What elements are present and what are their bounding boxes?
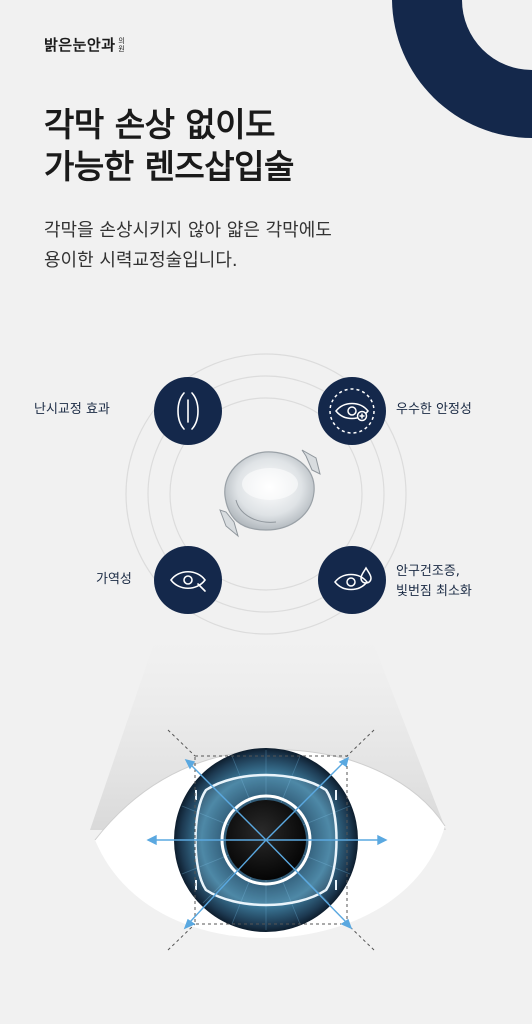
lens-haptic-top (301, 449, 321, 475)
icl-lens-footplates (195, 790, 337, 890)
icl-lens-icon (219, 449, 321, 538)
label-dry-eye: 안구건조증, 빛번짐 최소화 (396, 562, 472, 602)
concentric-rings (125, 353, 407, 635)
badge-astigmatism (154, 377, 222, 445)
arrow-up-left (189, 763, 267, 841)
lens-haptic-bottom (219, 509, 239, 538)
eye-drop-icon (334, 566, 372, 591)
arrow-down-left (189, 839, 267, 923)
brand-logo[interactable]: 밝은눈안과 의 원 (44, 36, 126, 54)
description: 각막을 손상시키지 않아 얇은 각막에도 용이한 시력교정술입니다. (44, 216, 332, 276)
ring-inner (169, 397, 363, 591)
arrow-down-right (265, 839, 347, 923)
badge-stability-circle (318, 377, 386, 445)
headline-line1: 각막 손상 없이도 (44, 105, 275, 144)
arrow-up-left-head (184, 758, 196, 770)
arrow-down-right-head (340, 918, 353, 930)
arrow-right-head (377, 834, 388, 846)
lens-diagonal-guides (167, 729, 375, 951)
ring-outer (125, 353, 407, 635)
label-astigmatism: 난시교정 효과 (34, 402, 110, 417)
eyelid-line (94, 749, 446, 841)
headline-line2: 가능한 렌즈삽입술 (44, 147, 294, 186)
description-line1: 각막을 손상시키지 않아 얇은 각막에도 (44, 220, 332, 241)
badge-dry-eye-circle (318, 546, 386, 614)
badge-reversible-circle (154, 546, 222, 614)
ring-middle (147, 375, 385, 613)
label-dry-eye-line1: 안구건조증, (396, 564, 460, 579)
cornea-lens-icon (177, 392, 199, 430)
label-reversible: 가역성 (96, 572, 132, 587)
arrow-down-left-head (183, 918, 196, 930)
eye-return-icon (170, 570, 206, 592)
arrow-up-right (265, 761, 345, 841)
brand-suffix-top: 의 (118, 37, 125, 45)
arrow-up-right-head (338, 756, 350, 768)
arrow-left-head (146, 834, 157, 846)
badge-reversible (154, 546, 222, 614)
description-line2: 용이한 시력교정술입니다. (44, 250, 238, 271)
lens-rim (235, 499, 277, 523)
lens-highlight (242, 468, 298, 500)
brand-suffix: 의 원 (118, 37, 126, 53)
lens-illustration (90, 353, 446, 951)
brand-name: 밝은눈안과 (44, 36, 116, 54)
label-dry-eye-line2: 빛번짐 최소화 (396, 584, 472, 599)
headline: 각막 손상 없이도 가능한 렌즈삽입술 (44, 104, 294, 188)
badge-dry-eye (318, 546, 386, 614)
eye-target-icon (329, 388, 375, 434)
expansion-arrows (146, 756, 388, 930)
label-stability: 우수한 안정성 (396, 402, 472, 417)
corner-arc-cutout (462, 0, 532, 70)
badge-stability (318, 377, 386, 445)
brand-suffix-bottom: 원 (118, 45, 125, 53)
